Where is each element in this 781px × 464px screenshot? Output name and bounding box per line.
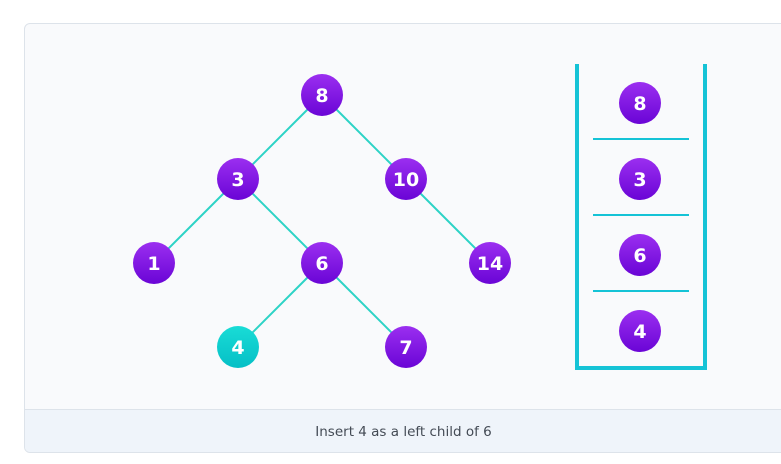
stack-item-circle xyxy=(619,82,661,124)
tree-node-7: 7 xyxy=(385,326,427,368)
tree-node-1: 1 xyxy=(133,242,175,284)
stack-item-circle xyxy=(619,310,661,352)
stack-item-8: 8 xyxy=(619,82,661,124)
node-label: 3 xyxy=(231,169,244,191)
node-label: 1 xyxy=(147,253,160,275)
stack-item-circle xyxy=(619,234,661,276)
node-circle xyxy=(385,158,427,200)
inserted-node-circle xyxy=(217,326,259,368)
stack-container xyxy=(575,64,707,370)
node-circle xyxy=(301,242,343,284)
tree-node-8: 8 xyxy=(301,74,343,116)
tree-nodes: 8 3 10 1 6 14 4 7 xyxy=(133,74,511,368)
step-caption: Insert 4 as a left child of 6 xyxy=(315,424,492,440)
node-circle xyxy=(301,74,343,116)
tree-node-4: 4 xyxy=(217,326,259,368)
stack-item-circle xyxy=(619,158,661,200)
stack-item-label: 8 xyxy=(633,93,646,115)
bst-insertion-diagram: 8 3 10 1 6 14 4 7 8 3 6 4 xyxy=(133,64,707,370)
node-label: 6 xyxy=(315,253,328,275)
node-label: 8 xyxy=(315,85,328,107)
tree-node-10: 10 xyxy=(385,158,427,200)
stack: 8 3 6 4 xyxy=(575,64,707,370)
stack-item-label: 6 xyxy=(633,245,646,267)
node-circle xyxy=(133,242,175,284)
node-label: 10 xyxy=(393,169,419,191)
tree-node-6: 6 xyxy=(301,242,343,284)
stack-item-label: 3 xyxy=(633,169,646,191)
node-circle xyxy=(385,326,427,368)
node-label: 7 xyxy=(399,337,412,359)
node-label: 4 xyxy=(231,337,244,359)
caption-bar: Insert 4 as a left child of 6 xyxy=(25,409,781,452)
stack-item-6: 6 xyxy=(619,234,661,276)
node-label: 14 xyxy=(477,253,503,275)
stack-item-label: 4 xyxy=(633,321,646,343)
tree-edges xyxy=(153,94,491,348)
tree-node-3: 3 xyxy=(217,158,259,200)
diagram-card: 8 3 10 1 6 14 4 7 8 3 6 4 Insert 4 as a left child… xyxy=(24,23,781,453)
stack-item-4: 4 xyxy=(619,310,661,352)
node-circle xyxy=(217,158,259,200)
node-circle xyxy=(469,242,511,284)
tree-node-14: 14 xyxy=(469,242,511,284)
stack-item-3: 3 xyxy=(619,158,661,200)
